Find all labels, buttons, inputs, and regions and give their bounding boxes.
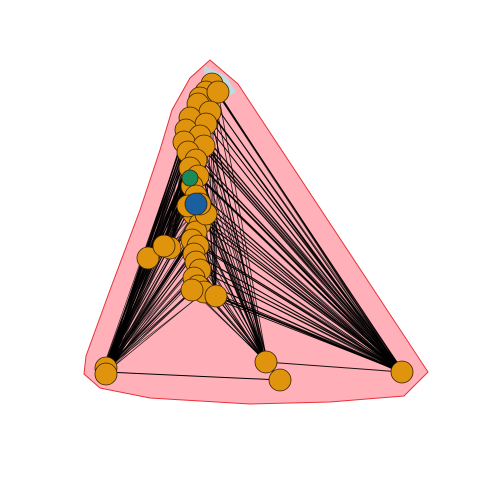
graph-edge: [215, 295, 267, 363]
graph-edge: [188, 117, 405, 372]
graph-edge: [196, 195, 401, 374]
graph-edge: [106, 231, 198, 372]
graph-edge: [191, 185, 405, 373]
graph-edge: [210, 111, 404, 374]
graph-node-highlight-green: [181, 169, 199, 187]
graph-edge: [199, 135, 266, 362]
graph-node: [206, 80, 230, 104]
graph-edge: [194, 253, 402, 374]
graph-edge: [215, 295, 403, 373]
graph-node: [94, 362, 118, 386]
graph-node: [268, 368, 292, 392]
graph-edge: [203, 145, 269, 364]
graph-edge: [204, 145, 405, 374]
graph-edge: [197, 103, 403, 373]
graph-node: [390, 360, 414, 384]
graph-edge: [105, 277, 197, 373]
graph-node: [204, 284, 228, 308]
graph-edge: [103, 261, 197, 371]
graph-edge: [147, 141, 185, 259]
graph-edge: [200, 203, 403, 374]
graph-edge: [265, 361, 403, 373]
graph-edge: [199, 223, 265, 361]
graph-node: [136, 246, 160, 270]
graph-edge: [105, 257, 149, 371]
graph-edge: [107, 239, 195, 373]
graph-edge: [190, 239, 405, 372]
graph-edge: [210, 83, 401, 372]
graph-edge: [196, 175, 404, 372]
graph-edge: [205, 123, 401, 373]
graph-edge: [215, 91, 219, 297]
graph-edge: [197, 245, 401, 373]
graph-edge: [105, 371, 281, 381]
graph-node-highlight-blue: [184, 192, 208, 216]
graph-node: [254, 350, 278, 374]
graph-edge: [199, 223, 403, 373]
graph-edge: [183, 141, 404, 373]
graph-edge: [194, 261, 403, 372]
graph-edge: [194, 277, 405, 374]
nodes-group: [94, 72, 414, 392]
graph-node: [152, 234, 176, 258]
graph-node: [180, 278, 204, 302]
graph-edge: [216, 91, 402, 372]
graph-edge: [192, 213, 402, 372]
graph-edge: [108, 231, 195, 369]
graph-edge: [199, 269, 404, 373]
graph-edge: [108, 245, 197, 369]
graph-edge: [102, 253, 194, 370]
graph-edge: [104, 213, 194, 370]
graph-edge: [217, 91, 268, 363]
